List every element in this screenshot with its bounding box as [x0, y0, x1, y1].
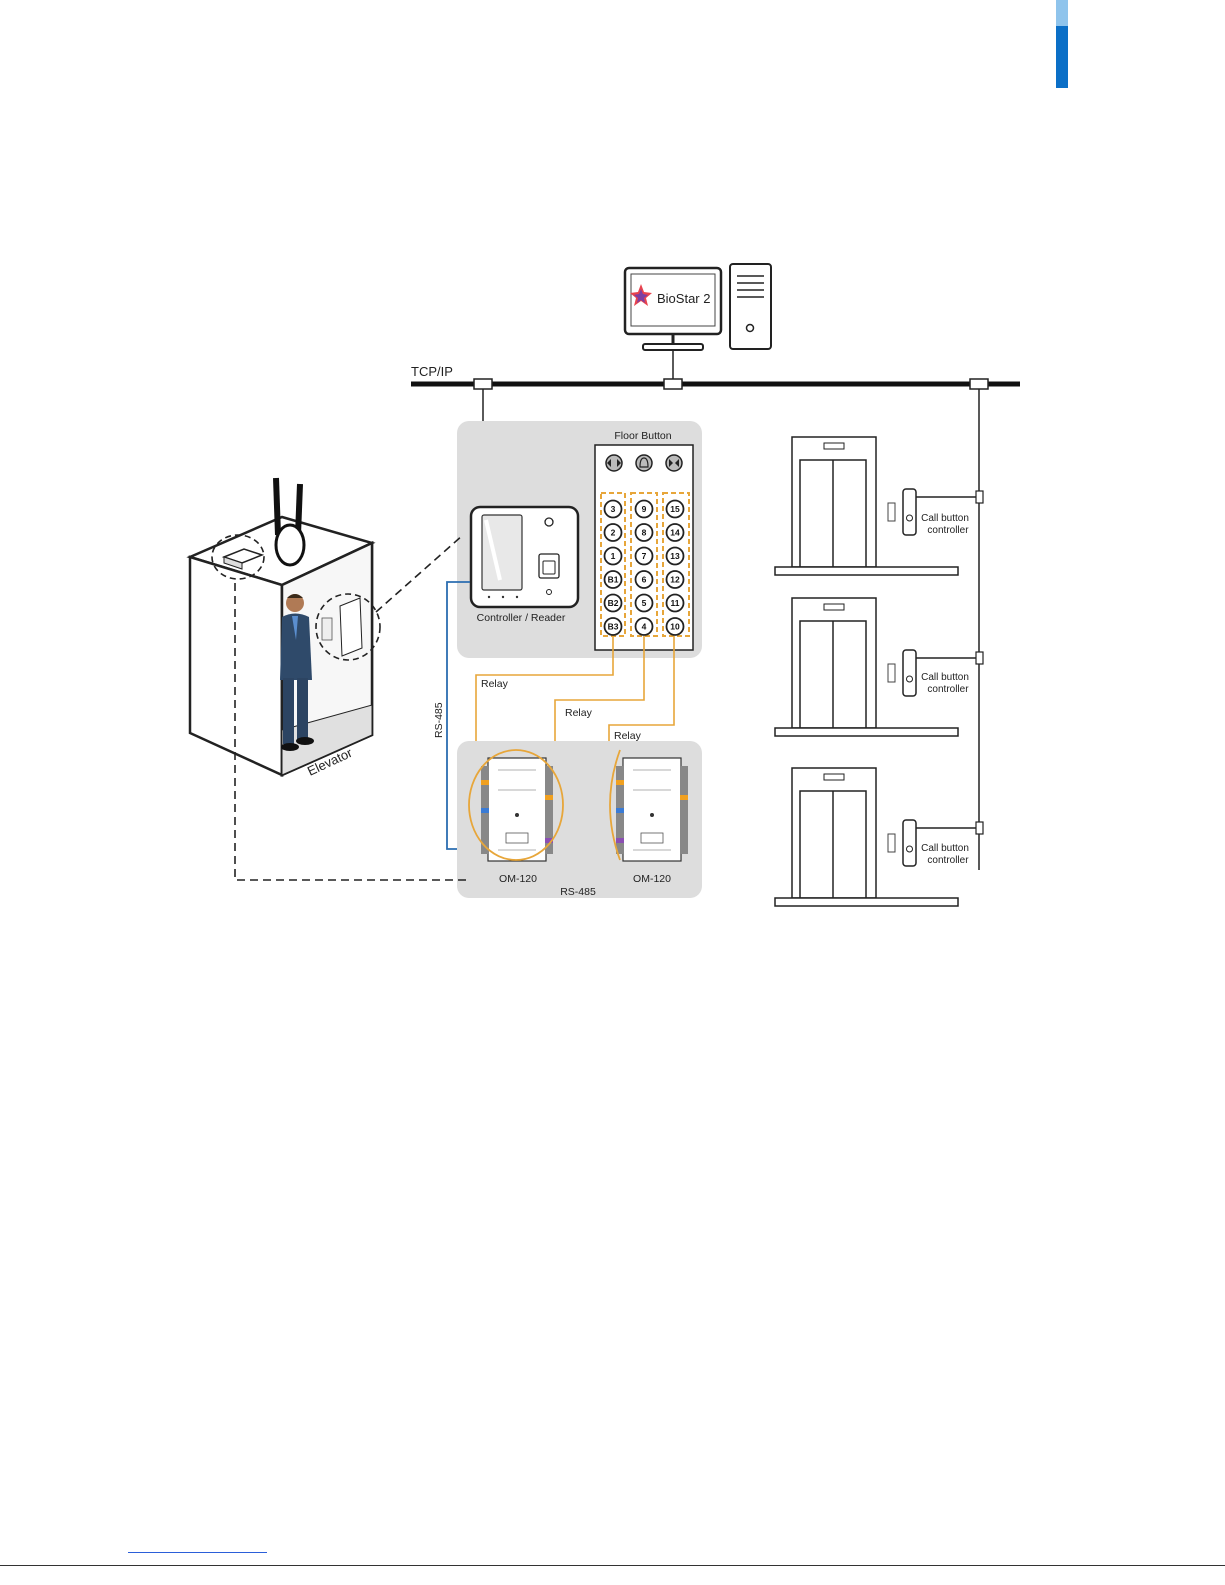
call-button-label: controller — [927, 525, 969, 536]
call-button-label: Call button — [921, 672, 969, 683]
pc-monitor: BioStar 2 — [625, 268, 721, 350]
floor-button: 1 — [605, 548, 622, 565]
floor-button-label: B1 — [608, 575, 619, 585]
floor-button: 5 — [636, 595, 653, 612]
floor-button: 7 — [636, 548, 653, 565]
floor-button-title: Floor Button — [614, 430, 671, 442]
floor-button-label: B3 — [608, 622, 619, 632]
floor-indicator-icon — [824, 604, 844, 610]
network-connector — [664, 379, 682, 389]
network-connector — [976, 822, 983, 834]
floor-button: B2 — [605, 595, 622, 612]
module-label: OM-120 — [499, 873, 537, 885]
floor-button: 15 — [667, 501, 684, 518]
floor-button: 6 — [636, 571, 653, 588]
hall-call-button-icon — [888, 834, 895, 852]
floor-3 — [775, 768, 983, 906]
floor-button-label: 4 — [642, 622, 647, 632]
floor-button-label: 11 — [671, 598, 680, 608]
floor-button-label: 2 — [611, 528, 616, 538]
om120-module — [616, 758, 688, 861]
door-close-icon — [666, 455, 682, 471]
floor-button: 3 — [605, 501, 622, 518]
call-button-label: controller — [927, 855, 969, 866]
footer-link-underline[interactable] — [128, 1552, 267, 1553]
floor-button: 8 — [636, 524, 653, 541]
rs485-vertical-label: RS-485 — [433, 702, 445, 738]
floor-button: B3 — [605, 618, 622, 635]
network-connector — [976, 491, 983, 503]
relay-label: Relay — [565, 707, 593, 719]
footer-rule — [0, 1565, 1225, 1566]
floor-button-label: 15 — [670, 504, 680, 514]
floor-button-label: 3 — [611, 504, 616, 514]
network-connector — [970, 379, 988, 389]
floor-slab — [775, 898, 958, 906]
floor-button-label: 14 — [670, 528, 680, 538]
floor-button: 12 — [667, 571, 684, 588]
floor-button: 13 — [667, 548, 684, 565]
controller-label: Controller / Reader — [477, 612, 566, 624]
floor-button: 11 — [667, 595, 684, 612]
floor-button-label: 7 — [642, 551, 647, 561]
rs485-bottom-label: RS-485 — [560, 886, 596, 898]
zoom-callout-line — [376, 535, 463, 612]
module-label: OM-120 — [633, 873, 671, 885]
floor-button: 9 — [636, 501, 653, 518]
om120-module — [481, 758, 553, 861]
pc-tower — [730, 264, 771, 349]
floor-button-label: 6 — [642, 575, 647, 585]
floor-button-label: 5 — [642, 598, 647, 608]
floor-button: 2 — [605, 524, 622, 541]
door-open-icon — [606, 455, 622, 471]
network-connector — [474, 379, 492, 389]
call-button-controller-icon — [903, 820, 916, 866]
floor-button-label: 9 — [642, 504, 647, 514]
floor-button-label: 8 — [642, 528, 647, 538]
relay-label: Relay — [481, 678, 509, 690]
floor-indicator-icon — [824, 443, 844, 449]
floor-button: 14 — [667, 524, 684, 541]
floor-button-label: 12 — [670, 575, 680, 585]
controller-reader — [471, 507, 578, 607]
call-button-label: Call button — [921, 513, 969, 524]
relay-label: Relay — [614, 730, 642, 742]
floor-button-label: 13 — [670, 551, 680, 561]
floor-button: 10 — [667, 618, 684, 635]
bell-icon — [636, 455, 652, 471]
floor-slab — [775, 728, 958, 736]
call-button-label: controller — [927, 684, 969, 695]
network-label: TCP/IP — [411, 364, 453, 379]
floor-button-label: 10 — [670, 622, 680, 632]
call-button-controller-icon — [903, 489, 916, 535]
floor-slab — [775, 567, 958, 575]
hall-call-button-icon — [888, 503, 895, 521]
floor-button: 4 — [636, 618, 653, 635]
floor-2 — [775, 598, 983, 736]
floor-button-label: B2 — [608, 598, 619, 608]
software-label: BioStar 2 — [657, 291, 710, 306]
floor-button-label: 1 — [611, 551, 616, 561]
hall-call-button-icon — [888, 664, 895, 682]
floor-1 — [775, 437, 983, 575]
call-button-controller-icon — [903, 650, 916, 696]
floor-indicator-icon — [824, 774, 844, 780]
call-button-label: Call button — [921, 843, 969, 854]
floor-button: B1 — [605, 571, 622, 588]
network-connector — [976, 652, 983, 664]
